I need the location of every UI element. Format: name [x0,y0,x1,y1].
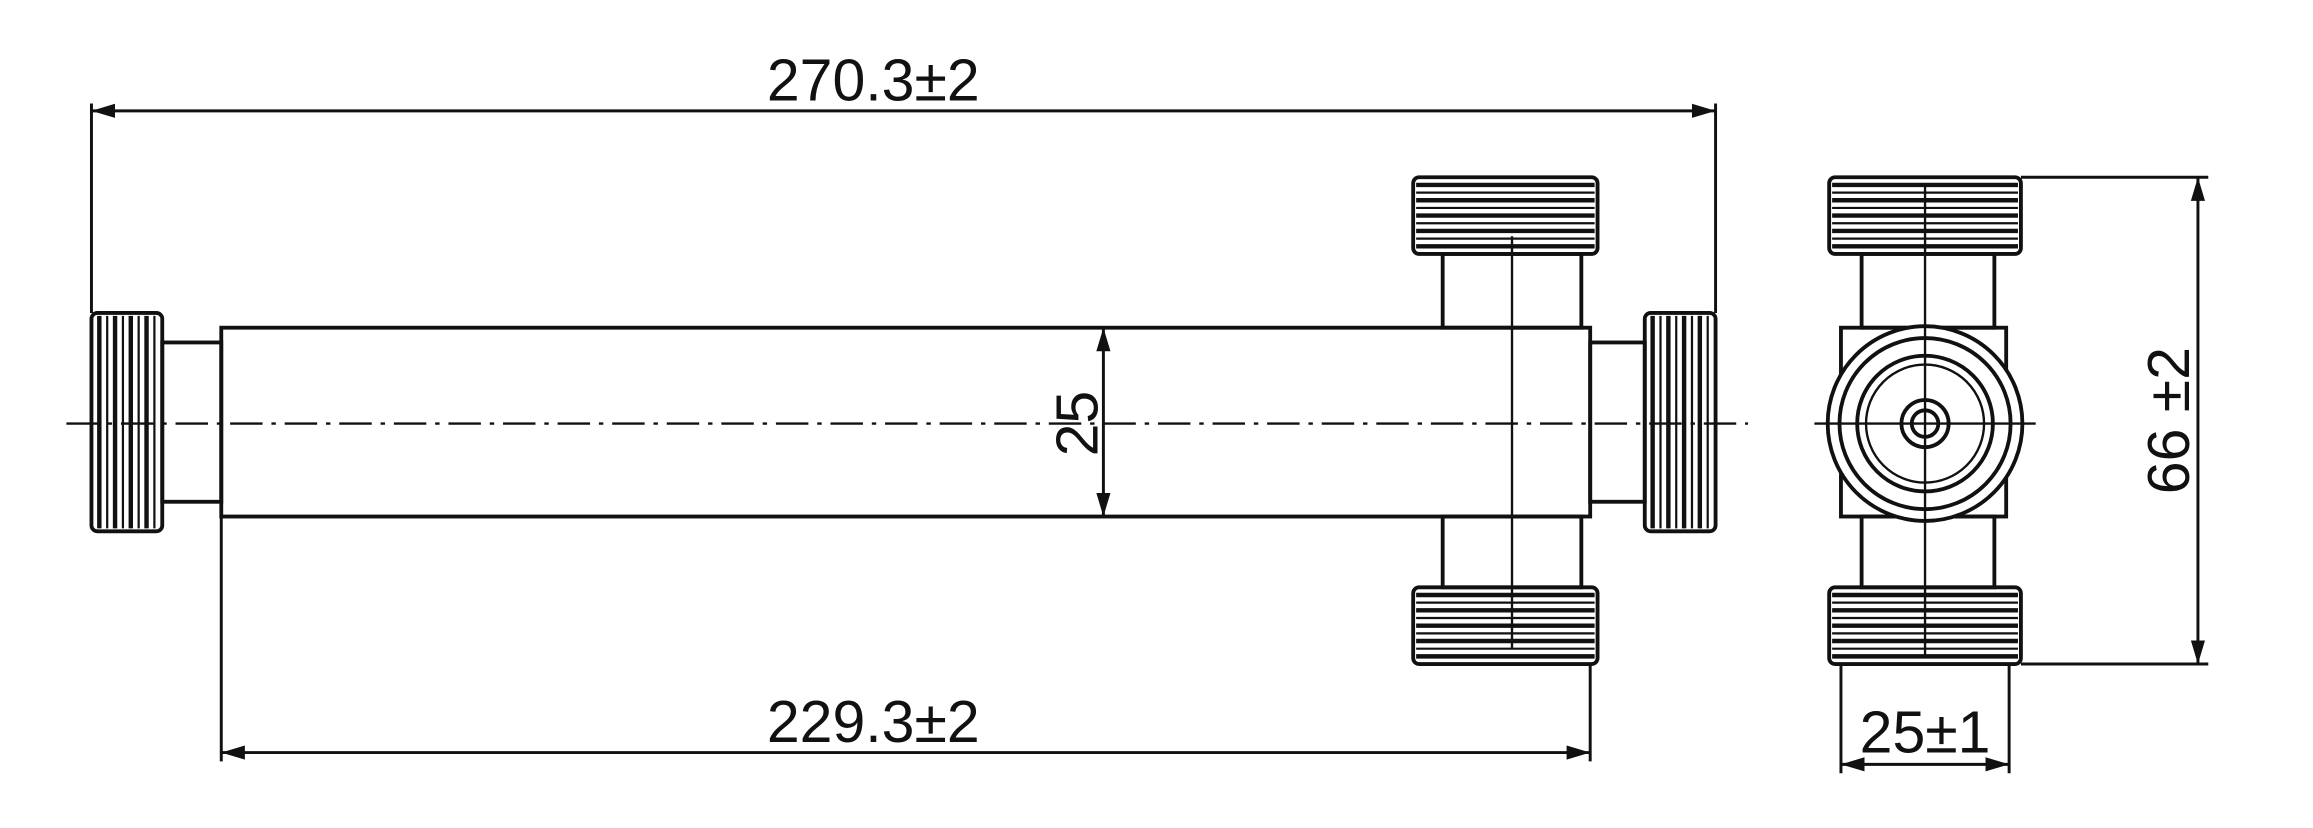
right-connector-neck [1588,340,1647,504]
end-view [1814,175,2036,666]
right-connector-thread [1642,311,1718,534]
thread-outline [1411,585,1600,666]
width-dimension: 25±1 [1839,664,2011,774]
body-length-dimension: 229.3±2 [219,516,1592,762]
bottom-branch-thread [1411,585,1600,666]
top-branch-thread [1411,175,1600,256]
tube-diameter-label: 25 [1044,391,1110,457]
thread-outline [1411,175,1600,256]
side-view [66,175,1749,666]
height-label: 66 ±2 [2136,347,2202,494]
width-label: 25±1 [1860,700,1991,766]
thread-outline [89,311,165,534]
thread-outline [1642,311,1718,534]
main-tube [219,325,1593,519]
overall-length-label: 270.3±2 [767,48,980,114]
left-connector-thread [89,311,165,534]
tube-diameter-dimension: 25 [1044,327,1110,517]
height-dimension: 66 ±2 [2020,175,2209,666]
end-view-bottom-neck [1859,514,1997,590]
overall-length-dimension: 270.3±2 [89,48,1718,313]
body-length-label: 229.3±2 [767,689,980,755]
left-connector-neck [160,340,224,504]
end-view-top-neck [1859,252,1997,330]
